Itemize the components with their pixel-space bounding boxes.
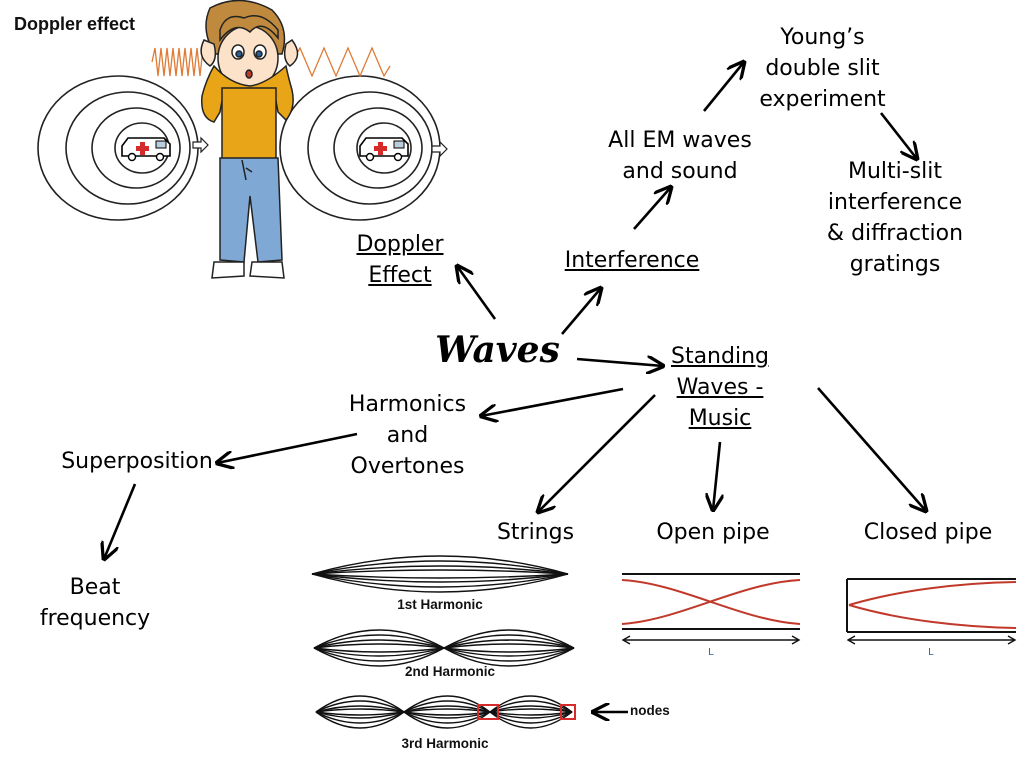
arrow-standing-to-strings (538, 394, 656, 512)
closed-pipe-length-label: L (928, 647, 934, 658)
caption-1st-harmonic: 1st Harmonic (397, 597, 483, 612)
beat-line-1: Beat (69, 575, 121, 600)
node-marker (560, 704, 576, 720)
node-beat-frequency: Beat frequency (30, 572, 160, 634)
node-doppler-effect: Doppler Effect (335, 229, 465, 291)
arrow-waves-to-doppler (457, 266, 497, 320)
youngs-line-3: experiment (759, 87, 886, 112)
all-em-line-2: and sound (622, 159, 738, 184)
standing-line-2: Waves - (676, 375, 764, 400)
boy-covering-ears-icon (200, 0, 299, 279)
node-interference: Interference (564, 248, 700, 273)
arrow-standing-to-openpipe (713, 441, 720, 510)
youngs-line-1: Young’s (780, 25, 865, 50)
multislit-line-2: interference (827, 190, 963, 215)
node-standing-waves: Standing Waves - Music (655, 341, 785, 434)
standing-line-3: Music (688, 406, 752, 431)
arrow-waves-to-interference (561, 288, 601, 335)
hollow-arrow-icon (192, 136, 209, 154)
node-harmonics-overtones: Harmonics and Overtones (330, 389, 485, 482)
arrow-harmonics-to-superposition (217, 432, 358, 463)
closed-pipe-diagram: L (846, 578, 1017, 658)
youngs-line-2: double slit (765, 56, 880, 81)
open-pipe-length-label: L (708, 647, 714, 658)
ambulance-icon (359, 137, 409, 162)
doppler-line-1: Doppler (356, 232, 444, 257)
all-em-line-1: All EM waves (608, 128, 752, 153)
compressed-sound-wave (151, 47, 207, 77)
doppler-panel-title: Doppler effect (14, 14, 135, 34)
hollow-arrow-icon (431, 140, 448, 158)
connector-arrows (104, 62, 926, 712)
node-multi-slit: Multi-slit interference & diffraction gr… (805, 156, 985, 280)
node-strings: Strings (496, 520, 575, 545)
arrow-interference-to-em (633, 187, 671, 230)
node-youngs-double-slit: Young’s double slit experiment (740, 22, 905, 115)
node-open-pipe: Open pipe (656, 520, 770, 545)
caption-2nd-harmonic: 2nd Harmonic (404, 664, 496, 679)
node-all-em-waves: All EM waves and sound (590, 125, 770, 187)
stretched-sound-wave (291, 46, 391, 78)
string-harmonic-3 (315, 695, 573, 729)
string-harmonic-1 (311, 555, 569, 593)
doppler-illustration: Doppler effect (14, 0, 448, 279)
harmonics-line-3: Overtones (350, 454, 465, 479)
arrow-youngs-to-multislit (879, 112, 917, 159)
node-closed-pipe: Closed pipe (863, 520, 993, 545)
caption-3rd-harmonic: 3rd Harmonic (401, 736, 489, 751)
caption-nodes: nodes (630, 703, 670, 718)
arrow-standing-to-closedpipe (817, 387, 926, 511)
arrow-em-to-youngs (702, 62, 744, 112)
harmonics-line-1: Harmonics (348, 392, 467, 417)
central-node-waves: Waves (435, 329, 560, 371)
arrow-standing-to-harmonics (481, 387, 624, 416)
arrow-waves-to-standing (576, 359, 663, 366)
multislit-line-1: Multi-slit (847, 159, 943, 184)
node-marker (477, 704, 499, 720)
open-pipe-diagram: L (621, 573, 801, 658)
string-harmonic-2 (313, 629, 575, 667)
doppler-line-2: Effect (368, 263, 432, 288)
left-wavefronts (37, 75, 199, 221)
node-superposition: Superposition (61, 449, 213, 474)
multislit-line-3: & diffraction (826, 221, 964, 246)
harmonics-line-2: and (386, 423, 429, 448)
ambulance-icon (121, 137, 171, 162)
standing-line-1: Standing (670, 344, 769, 369)
arrow-superposition-to-beat (104, 483, 137, 559)
multislit-line-4: gratings (849, 252, 941, 277)
beat-line-2: frequency (39, 606, 151, 631)
